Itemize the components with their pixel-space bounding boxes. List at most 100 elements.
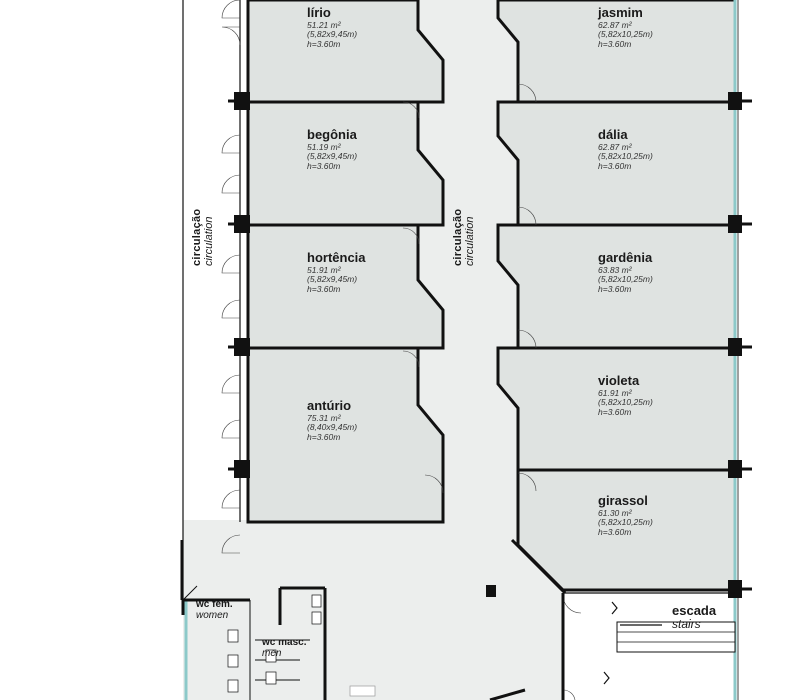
door-swing	[221, 299, 241, 319]
room-girassol-shape	[516, 468, 737, 592]
door-swing	[402, 350, 420, 368]
circulation-label-left: circulação circulation	[191, 208, 215, 266]
column	[728, 580, 742, 598]
wc-fem-en: women	[196, 609, 229, 621]
wc-door	[182, 585, 198, 601]
toilet-icon	[227, 629, 239, 643]
room-anturio-shape	[246, 346, 445, 524]
room-area: 51.91 m²	[307, 264, 341, 275]
door-swing	[221, 254, 241, 274]
wc-fem-pt: wc fem.	[196, 599, 233, 610]
room-area: 75.31 m²	[307, 412, 341, 423]
column	[728, 338, 742, 356]
room-label-begonia: begônia 51.19 m² (5,82x9,45m) h=3.60m	[307, 127, 457, 171]
wc-masc-pt: wc masc.	[262, 637, 307, 648]
column	[234, 338, 250, 356]
lobby-diagonal-wall	[510, 538, 567, 595]
toilet-icon	[265, 671, 277, 685]
circulation-en: circulation	[202, 216, 215, 266]
room-name: jasmim	[598, 5, 643, 20]
room-name: dália	[598, 127, 628, 142]
door-swing	[517, 83, 537, 103]
room-label-hortencia: hortência 51.91 m² (5,82x9,45m) h=3.60m	[307, 250, 457, 294]
room-dimensions: (5,82x10,25m)	[598, 517, 653, 528]
room-name: gardênia	[598, 250, 653, 265]
room-area: 51.19 m²	[307, 141, 341, 152]
door-swing	[402, 101, 420, 119]
column	[234, 92, 250, 110]
stairs-pt: escada	[672, 603, 717, 618]
stairs-label: escada stairs	[672, 604, 716, 630]
door-swing	[517, 472, 537, 492]
door-swing	[221, 489, 241, 509]
room-height: h=3.60m	[307, 431, 341, 442]
urinal-icon	[311, 594, 322, 608]
wc-masc-label: wc masc. men	[262, 637, 307, 659]
toilet-icon	[227, 654, 239, 668]
lobby-column	[486, 585, 496, 597]
room-height: h=3.60m	[307, 160, 341, 171]
circulation-pt: circulação	[191, 208, 203, 266]
room-name: violeta	[598, 373, 640, 388]
toilet-icon	[227, 679, 239, 693]
room-area: 61.91 m²	[598, 387, 632, 398]
stair-direction-arrow	[611, 601, 618, 615]
stairs-en: stairs	[672, 616, 701, 631]
door-swing	[221, 26, 241, 46]
circulation-pt: circulação	[452, 208, 464, 266]
lobby-bottom-wall	[489, 688, 526, 700]
stair-landing	[616, 621, 736, 653]
room-area: 62.87 m²	[598, 141, 632, 152]
toilet-icon	[265, 649, 277, 663]
door-swing	[517, 329, 537, 349]
column	[728, 460, 742, 478]
room-height: h=3.60m	[598, 283, 632, 294]
circulation-label-center: circulação circulation	[452, 208, 476, 266]
room-dimensions: (5,82x10,25m)	[598, 151, 653, 162]
room-name: begônia	[307, 127, 357, 142]
room-label-violeta: violeta 61.91 m² (5,82x10,25m) h=3.60m	[598, 373, 748, 417]
room-name: lírio	[307, 5, 331, 20]
room-label-gardenia: gardênia 63.83 m² (5,82x10,25m) h=3.60m	[598, 250, 748, 294]
room-height: h=3.60m	[598, 526, 632, 537]
door-swing	[221, 374, 241, 394]
lobby-area	[183, 520, 563, 700]
room-name: antúrio	[307, 398, 352, 413]
wc-masc-en: men	[262, 647, 282, 659]
wc-fem-label: wc fem. women	[196, 599, 233, 621]
door-swing	[221, 419, 241, 439]
room-dimensions: (5,82x9,45m)	[307, 29, 358, 40]
room-dimensions: (5,82x9,45m)	[307, 151, 358, 162]
door-swing	[221, 134, 241, 154]
room-dimensions: (5,82x9,45m)	[307, 274, 358, 285]
room-dimensions: (8,40x9,45m)	[307, 422, 358, 433]
door-swing	[221, 174, 241, 194]
room-label-dalia: dália 62.87 m² (5,82x10,25m) h=3.60m	[598, 127, 748, 171]
room-label-jasmim: jasmim 62.87 m² (5,82x10,25m) h=3.60m	[598, 5, 748, 49]
room-label-anturio: antúrio 75.31 m² (8,40x9,45m) h=3.60m	[307, 398, 457, 442]
room-height: h=3.60m	[598, 406, 632, 417]
door-swing	[221, 0, 241, 19]
column	[234, 460, 250, 478]
room-height: h=3.60m	[598, 160, 632, 171]
room-area: 61.30 m²	[598, 507, 632, 518]
room-area: 51.21 m²	[307, 19, 341, 30]
door-swing	[517, 206, 537, 226]
column	[728, 92, 742, 110]
urinal-icon	[311, 611, 322, 625]
column	[728, 215, 742, 233]
stair-direction-arrow	[603, 671, 610, 685]
door-swing	[424, 474, 444, 494]
room-height: h=3.60m	[598, 38, 632, 49]
floor-drain-icon	[349, 685, 376, 697]
room-dimensions: (5,82x10,25m)	[598, 29, 653, 40]
room-dimensions: (5,82x10,25m)	[598, 397, 653, 408]
room-label-girassol: girassol 61.30 m² (5,82x10,25m) h=3.60m	[598, 493, 748, 537]
room-name: hortência	[307, 250, 366, 265]
room-dimensions: (5,82x10,25m)	[598, 274, 653, 285]
room-height: h=3.60m	[307, 38, 341, 49]
column	[234, 215, 250, 233]
door-swing	[402, 227, 420, 245]
